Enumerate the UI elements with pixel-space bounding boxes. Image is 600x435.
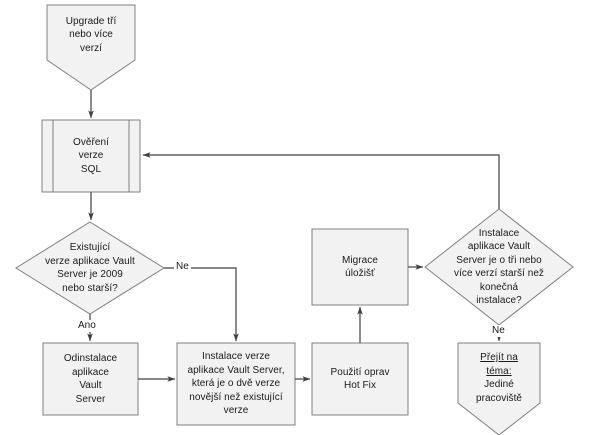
edge-label-ne-right: Ne (490, 325, 507, 337)
three-or-more-versions-decision (424, 208, 574, 326)
edge-label-ano: Ano (76, 320, 98, 332)
edge-label-ne-left: Ne (174, 261, 191, 273)
apply-hot-fix-step (311, 342, 409, 416)
migrate-storage-step (311, 228, 409, 306)
verify-sql-version-process (41, 119, 141, 193)
goto-topic-pentagon (457, 342, 541, 435)
connector-decision1-ne-to-install (164, 267, 239, 342)
install-two-versions-newer-step (176, 342, 296, 426)
connector-decision2-back-to-sql (142, 152, 500, 209)
uninstall-vault-server-step (42, 342, 139, 416)
start-upgrade-pentagon (46, 4, 136, 91)
existing-version-2009-decision (15, 221, 165, 315)
